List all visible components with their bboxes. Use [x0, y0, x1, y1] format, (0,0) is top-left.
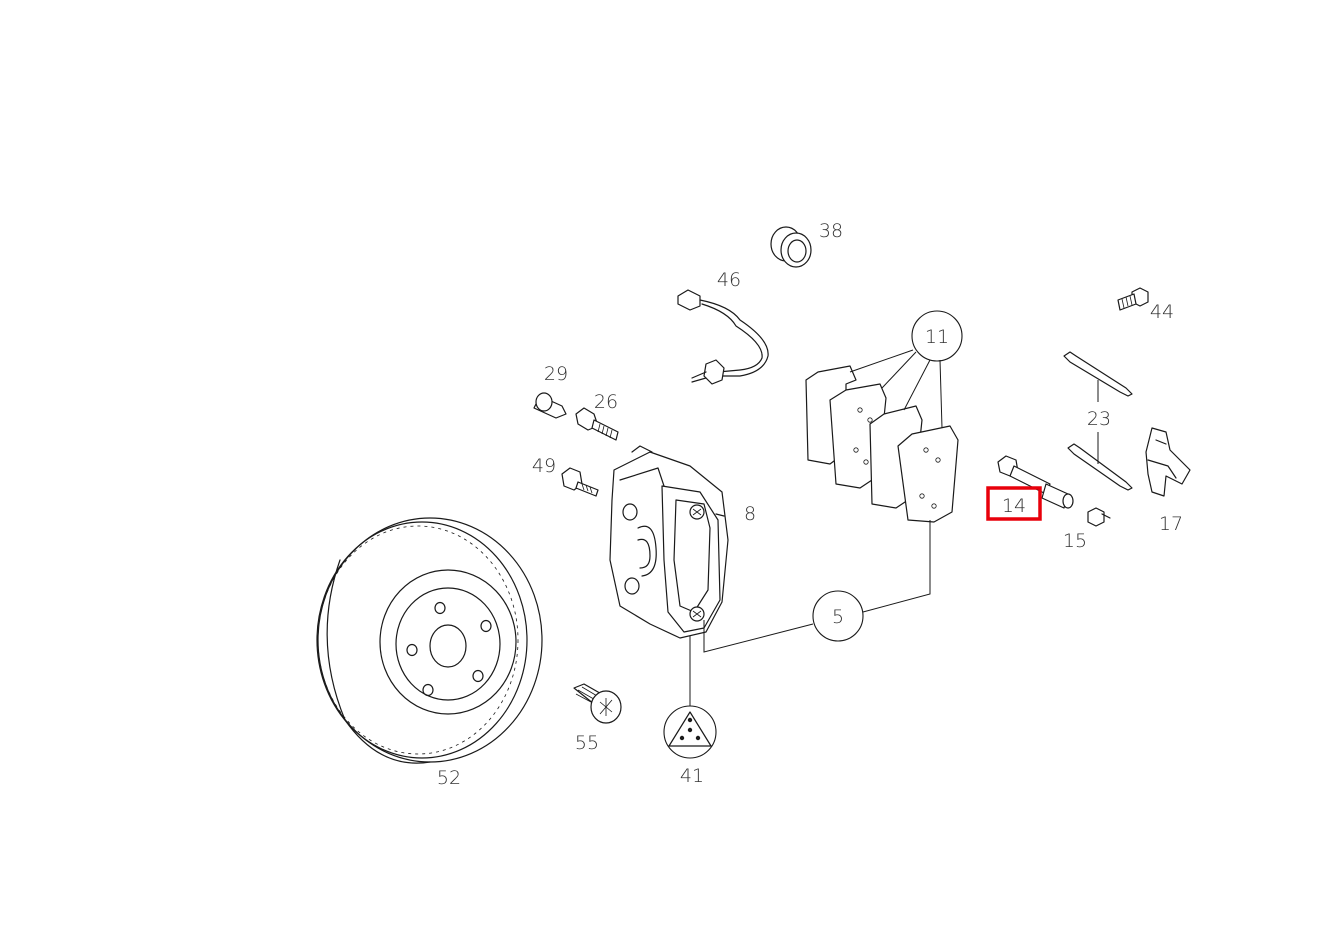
label-55[interactable]: 55: [575, 732, 599, 754]
bolt-15[interactable]: [1087, 507, 1111, 527]
label-49[interactable]: 49: [532, 455, 556, 477]
label-52[interactable]: 52: [437, 767, 461, 789]
pin-23-lower[interactable]: [1067, 443, 1133, 491]
label-44[interactable]: 44: [1150, 301, 1174, 323]
leader-11: [849, 349, 943, 429]
seal-ring-38[interactable]: [770, 226, 812, 268]
bleed-screw-26[interactable]: [575, 407, 619, 441]
label-17[interactable]: 17: [1159, 513, 1183, 535]
bolt-49[interactable]: [561, 467, 599, 497]
screw-55[interactable]: [573, 683, 622, 724]
label-46[interactable]: 46: [717, 269, 741, 291]
pin-23-upper[interactable]: [1063, 351, 1133, 397]
highlight-14: [986, 486, 1042, 521]
brake-pad-4[interactable]: [897, 425, 959, 523]
callout-5-circle: [812, 590, 864, 642]
label-41[interactable]: 41: [680, 765, 704, 787]
label-8[interactable]: 8: [744, 503, 756, 525]
brake-disc-52[interactable]: [316, 517, 543, 764]
label-11[interactable]: 11: [925, 326, 949, 348]
bolt-44[interactable]: [1117, 287, 1149, 311]
callout-11-circle: [911, 310, 963, 362]
spring-clip-17[interactable]: [1145, 427, 1191, 497]
label-5[interactable]: 5: [832, 606, 844, 628]
wear-sensor-46[interactable]: [677, 289, 769, 385]
label-26[interactable]: 26: [594, 391, 618, 413]
cap-29[interactable]: [533, 392, 567, 419]
label-23[interactable]: 23: [1087, 408, 1111, 430]
callout-41[interactable]: [663, 705, 717, 759]
label-15[interactable]: 15: [1063, 530, 1087, 552]
brake-caliper-8[interactable]: [609, 445, 729, 639]
label-38[interactable]: 38: [819, 220, 843, 242]
label-29[interactable]: 29: [544, 363, 568, 385]
label-14[interactable]: 14: [1002, 495, 1026, 517]
leader-5: [703, 520, 931, 653]
